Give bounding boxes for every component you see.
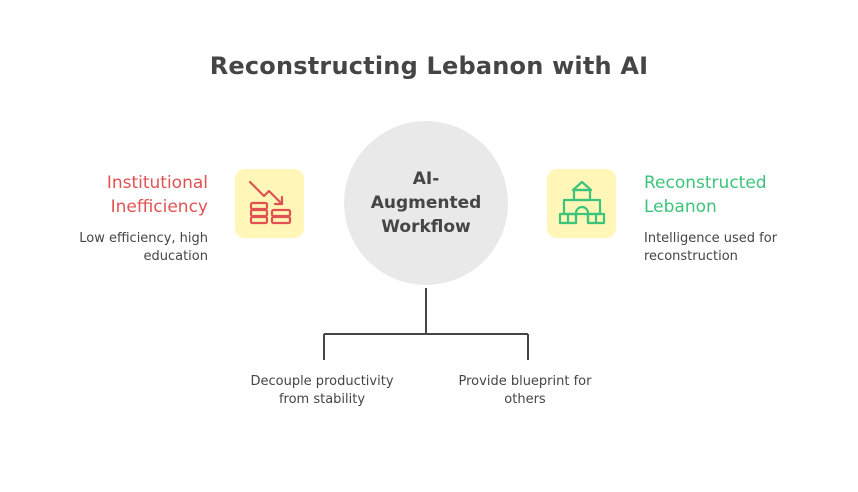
- branch-leaf-decouple-line1: Decouple productivity: [250, 374, 394, 389]
- left-icon-box: [235, 169, 304, 238]
- branch-leaf-decouple-line2: from stability: [278, 392, 366, 407]
- left-heading-line2: Inefficiency: [110, 197, 208, 217]
- building-icon: [558, 180, 606, 225]
- right-heading: Reconstructed Lebanon: [644, 171, 834, 219]
- right-heading-line2: Lebanon: [644, 197, 717, 217]
- branch-leaf-decouple: Decouple productivity from stability: [222, 373, 422, 409]
- diagram-title: Reconstructing Lebanon with AI: [209, 52, 649, 80]
- right-description: Intelligence used for reconstruction: [644, 230, 834, 266]
- left-description-line1: Low efficiency, high: [79, 231, 208, 246]
- center-node-label: AI-Augmented Workflow: [370, 169, 482, 237]
- branch-leaf-blueprint-line2: others: [504, 392, 546, 407]
- branch-leaf-blueprint-line1: Provide blueprint for: [458, 374, 592, 389]
- right-icon-box: [547, 169, 616, 238]
- left-description-line2: education: [143, 249, 208, 264]
- left-description: Low efficiency, high education: [28, 230, 208, 266]
- left-heading: Institutional Inefficiency: [40, 171, 208, 219]
- right-description-line2: reconstruction: [644, 249, 738, 264]
- right-heading-line1: Reconstructed: [644, 173, 767, 193]
- declining-coins-icon: [248, 180, 292, 225]
- left-heading-line1: Institutional: [106, 173, 208, 193]
- right-description-line1: Intelligence used for: [644, 231, 778, 246]
- center-node: AI-Augmented Workflow: [344, 121, 508, 285]
- branch-leaf-blueprint: Provide blueprint for others: [425, 373, 625, 409]
